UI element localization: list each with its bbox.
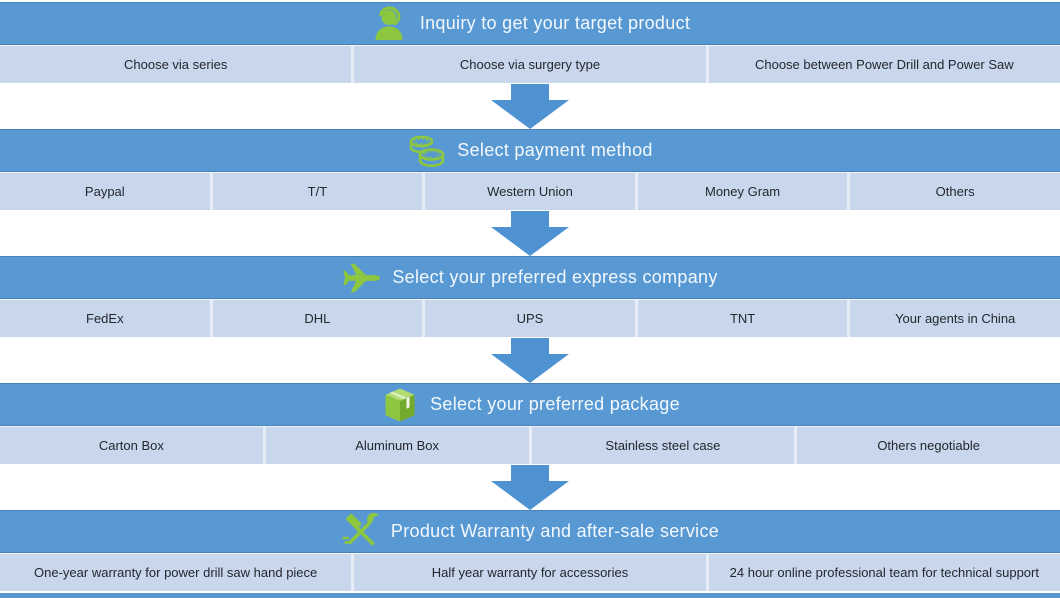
option-cell: Choose between Power Drill and Power Saw	[705, 46, 1060, 83]
down-arrow-icon	[491, 83, 569, 129]
option-cell: FedEx	[86, 310, 124, 326]
step-connector	[0, 83, 1060, 129]
step-connector	[0, 337, 1060, 383]
step-title: Product Warranty and after-sale service	[390, 521, 720, 541]
tools-icon	[341, 512, 381, 552]
option-cell: Choose via surgery type	[351, 46, 705, 83]
options-row-warranty: One-year warranty for power drill saw ha…	[0, 553, 1060, 591]
option-cell: Western Union	[422, 173, 635, 210]
down-arrow-icon	[491, 210, 569, 256]
coins-icon	[407, 131, 447, 171]
step-title: Select your preferred express company	[392, 267, 718, 287]
option-cell: Choose via series	[124, 56, 228, 72]
step-header-warranty: Product Warranty and after-sale service	[0, 510, 1060, 553]
option-cell: Aluminum Box	[262, 427, 529, 464]
option-cell: Others negotiable	[794, 427, 1060, 464]
down-arrow-icon	[491, 337, 569, 383]
option-cell: 24 hour online professional team for tec…	[705, 554, 1060, 591]
option-cell: Carton Box	[98, 437, 164, 453]
step-header-payment: Select payment method	[0, 129, 1060, 172]
down-arrow-icon	[491, 464, 569, 510]
step-connector	[0, 210, 1060, 256]
support-agent-icon	[370, 4, 410, 44]
step-connector	[0, 464, 1060, 510]
step-header-package: Select your preferred package	[0, 383, 1060, 426]
option-cell: Money Gram	[634, 173, 848, 210]
option-cell: One-year warranty for power drill saw ha…	[34, 564, 318, 580]
step-title: Select your preferred package	[430, 394, 680, 414]
option-cell: Others	[847, 173, 1060, 210]
option-cell: Your agents in China	[847, 300, 1060, 337]
option-cell: DHL	[209, 300, 423, 337]
package-icon	[380, 385, 420, 425]
step-header-inquiry: Inquiry to get your target product	[0, 2, 1060, 45]
option-cell: Half year warranty for accessories	[351, 554, 705, 591]
step-title: Select payment method	[457, 140, 653, 160]
step-title: Inquiry to get your target product	[419, 13, 691, 33]
option-cell: TNT	[634, 300, 848, 337]
option-cell: UPS	[422, 300, 635, 337]
bottom-strip	[0, 591, 1060, 598]
option-cell: Stainless steel case	[528, 427, 795, 464]
options-row-inquiry: Choose via series Choose via surgery type…	[0, 45, 1060, 83]
step-header-express: Select your preferred express company	[0, 256, 1060, 299]
airplane-icon	[342, 258, 382, 298]
option-cell: Paypal	[84, 183, 125, 199]
option-cell: T/T	[209, 173, 423, 210]
